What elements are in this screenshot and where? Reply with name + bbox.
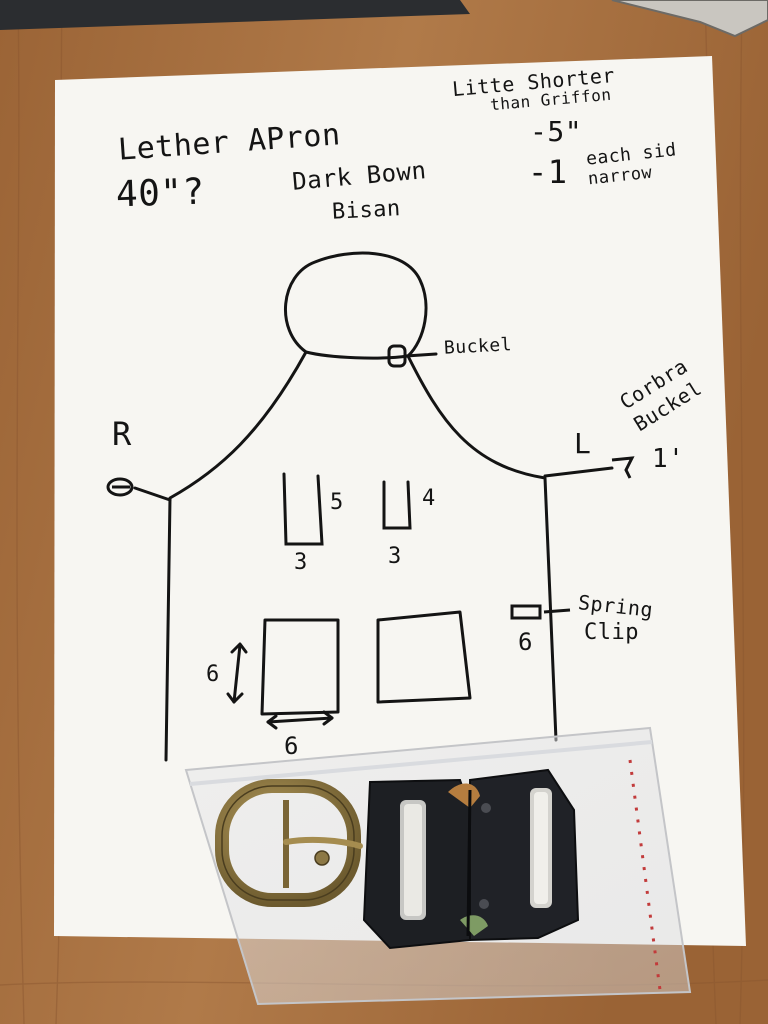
lower-pocket-width: 6 [284,732,299,760]
apron-outline [133,251,614,762]
brass-buckle-photo [215,779,363,907]
lower-pockets [226,610,472,730]
pocket-1-width: 3 [294,550,308,575]
paper-sheet [54,56,746,946]
tool-top-right [611,0,768,38]
bag-zip-seal [189,740,653,786]
pocket-2-width: 3 [388,544,402,569]
cobra-size: 1' [652,444,685,474]
bag-fine-print [628,759,662,991]
strap-end-left-icon [106,477,134,497]
cobra-buckle-sketch-icon [611,456,635,479]
neck-buckle-label: Buckel [443,334,513,359]
pocket-2-height: 4 [422,486,436,511]
note-line-3: -5" [530,115,583,148]
right-side-marker: R [112,415,132,453]
length-note: 40"? [115,171,206,216]
left-side-marker: L [574,427,592,460]
clip-size: 6 [518,628,533,656]
pocket-1-height: 5 [330,490,344,515]
spring-clip-sketch-icon [510,604,571,620]
lower-pocket-height: 6 [206,662,220,687]
leather-type: Bisan [331,196,402,225]
clip-label-2: Clip [584,620,639,645]
upper-pockets [282,472,412,546]
note-line-4-number: -1 [528,153,568,191]
cobra-buckle-photo [362,768,580,950]
tool-top-left [0,0,470,30]
